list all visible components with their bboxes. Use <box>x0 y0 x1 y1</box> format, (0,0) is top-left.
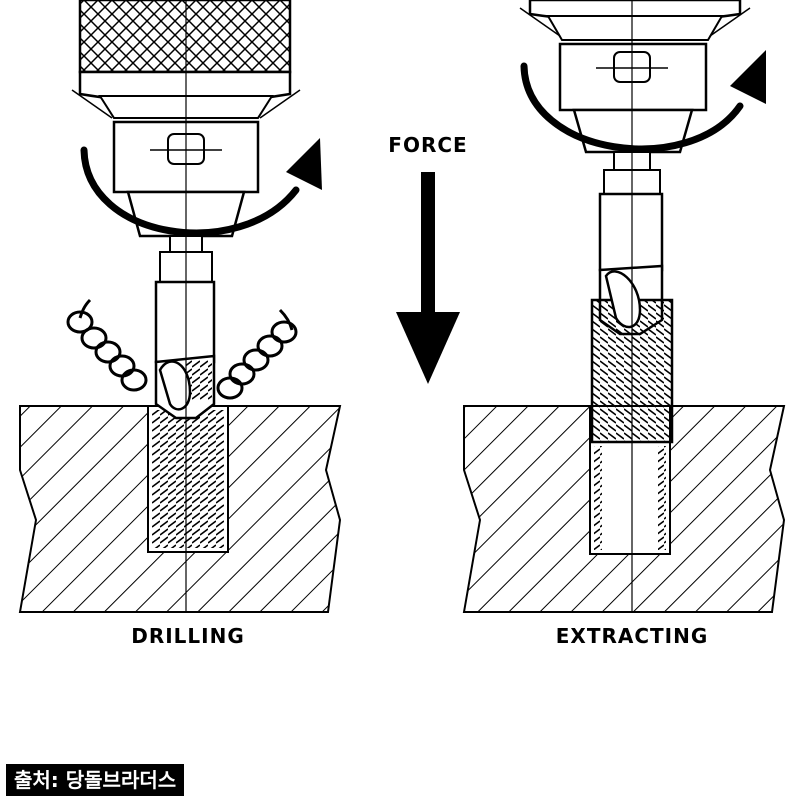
force-arrow-shaft <box>421 172 435 314</box>
drilling-workpiece <box>18 405 342 613</box>
source-caption-badge: 출처: 당돌브라더스 <box>6 764 185 796</box>
force-indicator: FORCE <box>388 133 467 384</box>
drilling-illustration <box>18 0 342 613</box>
drilling-caption: DRILLING <box>131 624 245 648</box>
drilling-extractor-bit <box>154 235 216 420</box>
extracting-rotation-arrow-icon <box>520 50 766 153</box>
drilling-rotation-arrow-icon <box>80 138 322 237</box>
extracting-caption: EXTRACTING <box>556 624 709 648</box>
force-arrow-down-icon <box>396 312 460 384</box>
extracting-illustration <box>462 0 786 613</box>
drilling-metal-chips <box>66 298 298 400</box>
extracting-chuck <box>519 0 751 154</box>
force-label: FORCE <box>388 133 467 157</box>
